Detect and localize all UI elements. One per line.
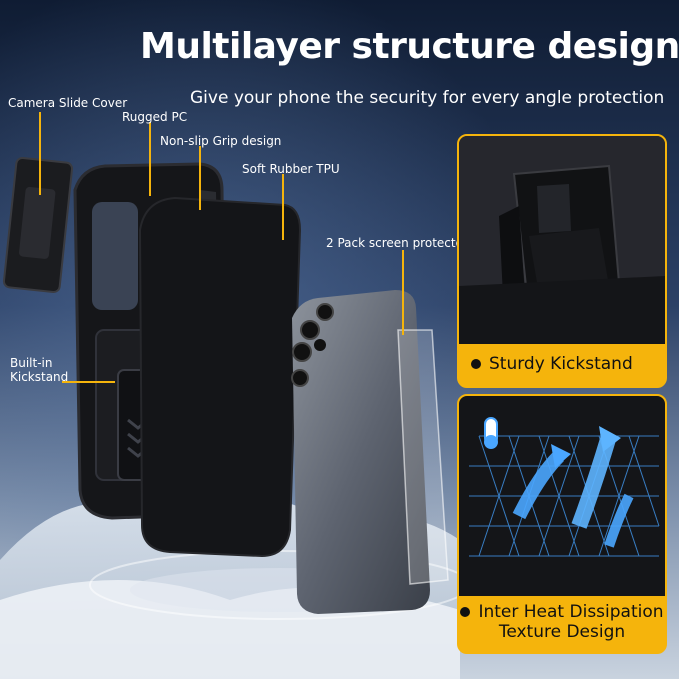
feature-heat-text-line1: Inter Heat Dissipation (478, 602, 664, 622)
callout-builtin-kickstand: Built-in Kickstand (10, 356, 68, 384)
bullet-dot (471, 359, 481, 369)
bullet-dot (460, 607, 471, 617)
feature-panel-heat-dissipation: Inter Heat Dissipation Texture Design (457, 394, 667, 654)
subheadline: Give your phone the security for every a… (190, 88, 665, 108)
feature-label-heat-dissipation: Inter Heat Dissipation Texture Design (459, 602, 665, 642)
feature-heat-text-line2: Texture Design (498, 622, 626, 642)
feature-panel-kickstand: Sturdy Kickstand (457, 134, 667, 388)
callout-camera-slide-cover: Camera Slide Cover (8, 96, 128, 110)
headline: Multilayer structure design (140, 26, 679, 67)
feature-kickstand-text: Sturdy Kickstand (489, 354, 633, 374)
feature-label-kickstand: Sturdy Kickstand (471, 354, 665, 374)
callout-rugged-pc: Rugged PC (122, 110, 188, 124)
callout-builtin-kickstand-line2: Kickstand (10, 370, 69, 384)
callout-builtin-kickstand-line1: Built-in (10, 356, 53, 370)
heat-dissipation-photo (459, 396, 665, 596)
callout-non-slip-grip: Non-slip Grip design (160, 134, 282, 148)
callout-soft-rubber-tpu: Soft Rubber TPU (242, 162, 340, 176)
kickstand-photo (459, 136, 665, 344)
callout-screen-protector: 2 Pack screen protector (326, 236, 468, 250)
